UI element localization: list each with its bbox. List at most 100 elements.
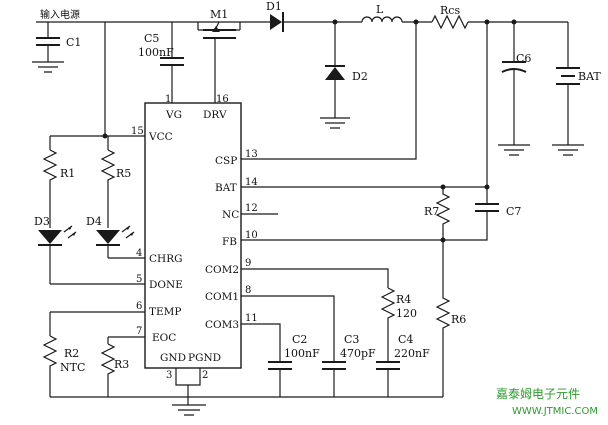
pin-com1-name: COM1	[205, 291, 239, 303]
pin-6-number: 6	[136, 301, 142, 312]
c1-label: C1	[66, 36, 81, 49]
inductor-l	[361, 16, 403, 23]
r3-resistor	[100, 343, 116, 397]
rcs-label: Rcs	[440, 4, 460, 17]
r7-label: R7	[424, 205, 439, 218]
d2-ground-symbol	[320, 117, 350, 129]
pin-com2-name: COM2	[205, 264, 239, 276]
d1-label: D1	[266, 0, 282, 13]
r2-ntc-resistor	[42, 335, 58, 397]
csp-sense-wire	[241, 22, 417, 160]
ic-ground-symbol	[172, 404, 206, 416]
bat-ground-symbol	[552, 144, 584, 156]
c2-capacitor	[268, 361, 292, 370]
pin-9-number: 9	[245, 258, 251, 269]
pin-10-number: 10	[245, 230, 258, 241]
r6-label: R6	[451, 313, 466, 326]
pin-8-number: 8	[245, 285, 251, 296]
pin-eoc-name: EOC	[152, 332, 176, 344]
c6-capacitor	[501, 61, 527, 73]
pin-5-number: 5	[136, 274, 142, 285]
r4-label: R4	[396, 293, 411, 306]
r2-label: R2	[64, 347, 79, 360]
c5-value: 100nF	[138, 46, 174, 59]
watermark-brand: 嘉泰姆电子元件	[496, 387, 580, 401]
c6-ground-symbol	[498, 144, 530, 156]
c5-capacitor	[160, 57, 184, 66]
c1-capacitor	[36, 37, 60, 46]
c4-value: 220nF	[394, 347, 430, 360]
r4-value: 120	[396, 307, 417, 320]
c7-bottom-wire	[443, 211, 488, 241]
pin-11-number: 11	[245, 313, 258, 324]
r5-label: R5	[116, 167, 131, 180]
c3-capacitor	[322, 361, 346, 370]
pin-3-number: 3	[166, 370, 172, 381]
c3-value: 470pF	[340, 347, 376, 360]
c2-value: 100nF	[284, 347, 320, 360]
bat-sense-wire	[241, 22, 488, 188]
com3-wire	[241, 323, 281, 362]
ic-ground-wire	[175, 368, 201, 386]
c4-capacitor	[376, 361, 400, 370]
d3-led	[38, 225, 77, 246]
d2-label: D2	[352, 70, 368, 83]
rcs-resistor	[431, 14, 469, 30]
pin-drv-name: DRV	[203, 109, 227, 121]
r5-resistor	[100, 149, 116, 228]
battery-symbol	[556, 67, 580, 85]
pin-2-number: 2	[202, 370, 208, 381]
pin-gnd-name: GND	[160, 352, 186, 364]
pin-15-number: 15	[131, 126, 144, 137]
pin-12-number: 12	[245, 203, 258, 214]
r4-resistor	[380, 287, 396, 362]
pin-fb-name: FB	[222, 236, 237, 248]
pin-done-name: DONE	[149, 279, 183, 291]
d2-diode	[325, 65, 345, 80]
r2-value: NTC	[60, 361, 85, 374]
d4-led	[96, 225, 135, 246]
pin-pgnd-name: PGND	[188, 352, 221, 364]
m1-label: M1	[210, 8, 228, 21]
pin-13-number: 13	[245, 149, 258, 160]
c7-label: C7	[506, 205, 521, 218]
c6-label: C6	[516, 52, 531, 65]
watermark-url: WWW.JTMIC.COM	[512, 406, 598, 417]
pin-bat-name: BAT	[215, 182, 237, 194]
r1-label: R1	[60, 167, 75, 180]
c3-label: C3	[344, 333, 359, 346]
c1-ground-symbol	[32, 61, 64, 73]
pin-4-number: 4	[136, 248, 142, 259]
com1-wire	[241, 295, 335, 362]
pin-chrg-name: CHRG	[149, 253, 182, 265]
pin-1-number: 1	[165, 94, 171, 105]
r3-label: R3	[114, 358, 129, 371]
pin-com3-name: COM3	[205, 319, 239, 331]
pin-16-number: 16	[216, 94, 229, 105]
pin-csp-name: CSP	[215, 155, 237, 167]
c5-label: C5	[144, 32, 159, 45]
charger-ic-body	[144, 102, 242, 369]
pin-7-number: 7	[136, 326, 142, 337]
r7-resistor	[435, 187, 451, 240]
com2-wire	[241, 268, 389, 288]
pin-temp-name: TEMP	[149, 306, 181, 318]
battery-label: BAT	[578, 70, 601, 83]
pin-vcc-name: VCC	[148, 131, 173, 143]
c4-label: C4	[398, 333, 413, 346]
r1-resistor	[42, 149, 58, 228]
m1-mosfet	[197, 21, 241, 103]
pin-nc-name: NC	[222, 209, 239, 221]
input-power-label: 输入电源	[40, 8, 80, 21]
pin-14-number: 14	[245, 177, 258, 188]
d1-diode	[270, 12, 284, 32]
pin-vg-name: VG	[165, 109, 182, 121]
c2-label: C2	[292, 333, 307, 346]
inductor-label: L	[376, 3, 384, 16]
d3-label: D3	[34, 215, 50, 228]
d4-label: D4	[86, 215, 102, 228]
c7-capacitor	[475, 203, 499, 212]
vcc-rail-wire	[104, 22, 145, 137]
r6-resistor	[435, 240, 451, 397]
